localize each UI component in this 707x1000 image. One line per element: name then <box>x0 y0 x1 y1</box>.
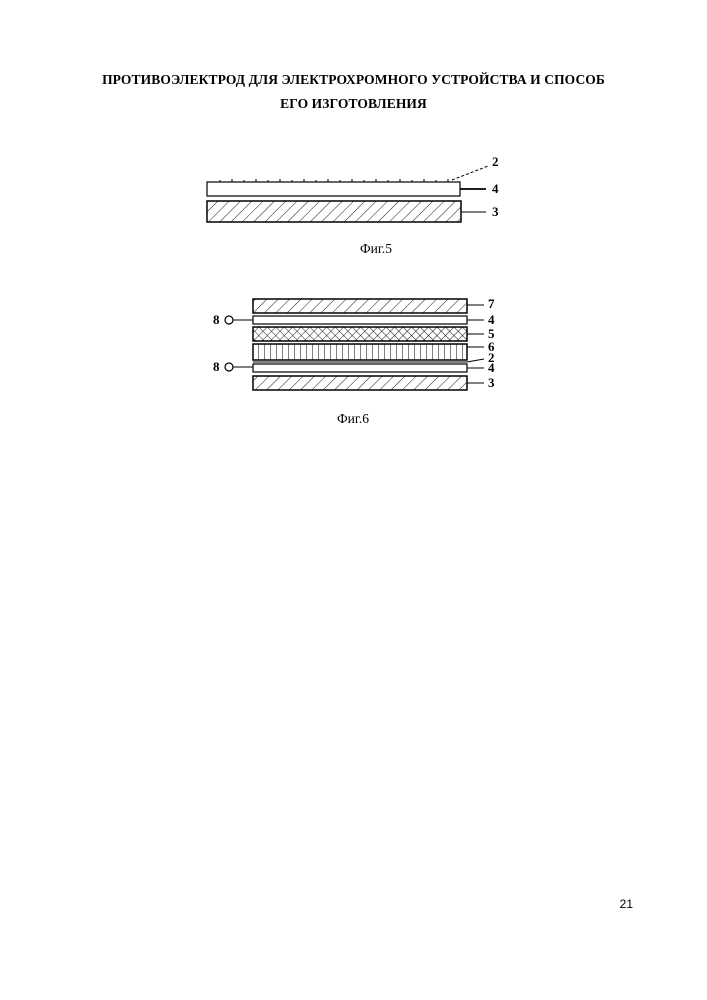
title-line-1: ПРОТИВОЭЛЕКТРОД ДЛЯ ЭЛЕКТРОХРОМНОГО УСТР… <box>40 68 667 92</box>
fig5-layer-4 <box>207 182 460 196</box>
fig6-label-3: 3 <box>488 375 495 390</box>
fig6-layer-4-top <box>253 316 467 324</box>
fig5-label-4: 4 <box>492 181 499 196</box>
figure-6: 7 4 5 6 2 4 3 8 8 Фиг.6 <box>0 290 707 440</box>
document-title: ПРОТИВОЭЛЕКТРОД ДЛЯ ЭЛЕКТРОХРОМНОГО УСТР… <box>40 68 667 116</box>
fig6-contact-8-top <box>225 316 233 324</box>
fig5-layer-3 <box>207 201 461 222</box>
fig6-leader-2 <box>467 359 484 362</box>
fig6-layer-4-bottom <box>253 364 467 372</box>
fig5-label-3: 3 <box>492 204 499 219</box>
fig6-layer-7 <box>253 299 467 313</box>
fig6-layer-5 <box>253 327 467 341</box>
fig5-leader-2 <box>452 166 488 180</box>
fig6-caption: Фиг.6 <box>337 411 369 426</box>
fig6-contact-8-bottom <box>225 363 233 371</box>
fig6-label-4-bottom: 4 <box>488 360 495 375</box>
fig6-label-7: 7 <box>488 296 495 311</box>
fig6-label-4-top: 4 <box>488 312 495 327</box>
fig5-caption: Фиг.5 <box>360 241 392 256</box>
fig6-label-8-bottom: 8 <box>213 359 220 374</box>
title-line-2: ЕГО ИЗГОТОВЛЕНИЯ <box>40 92 667 116</box>
page-number: 21 <box>620 897 633 911</box>
fig5-label-2: 2 <box>492 154 499 169</box>
figure-5: 2 4 3 Фиг.5 <box>0 150 707 270</box>
fig6-layer-6 <box>253 344 467 360</box>
fig6-layer-3 <box>253 376 467 390</box>
fig6-label-8-top: 8 <box>213 312 220 327</box>
